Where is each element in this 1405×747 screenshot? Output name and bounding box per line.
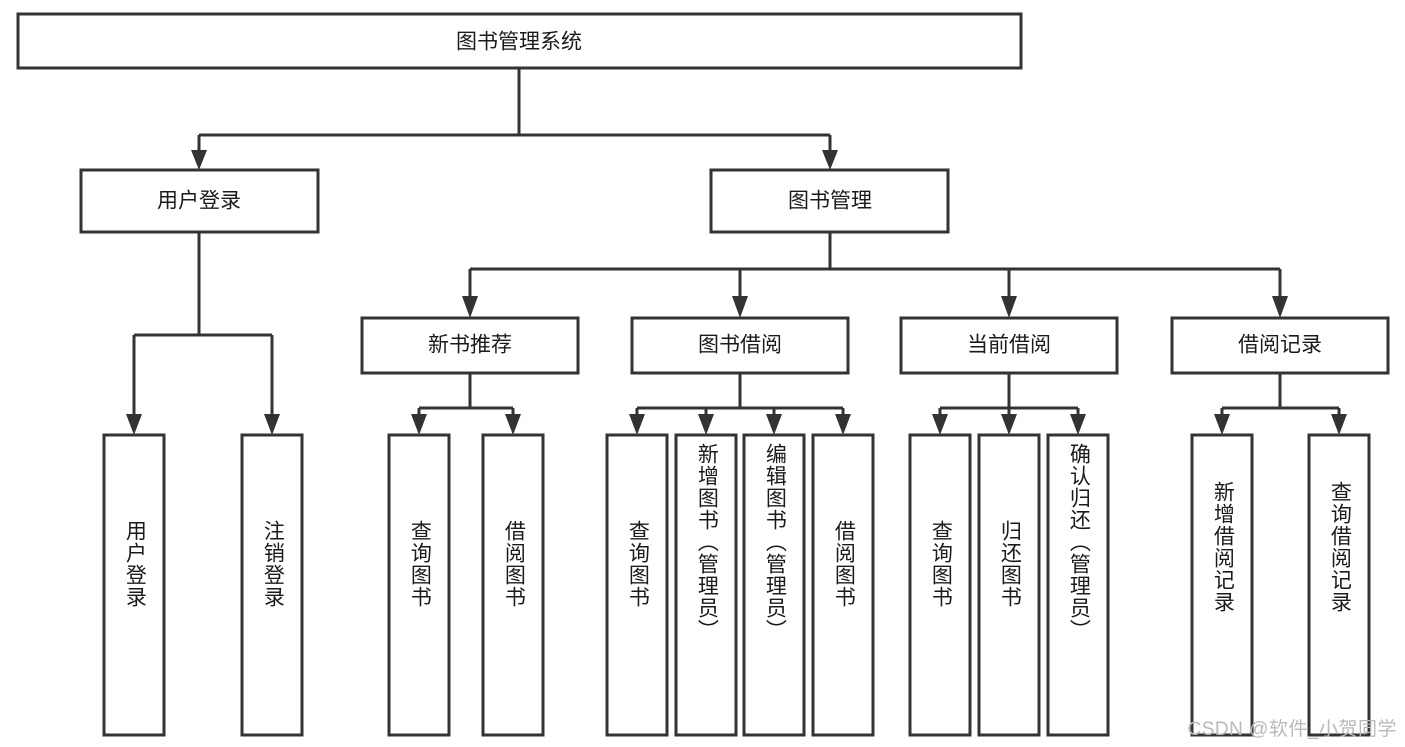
node-label-new-book-recommend: 新书推荐 xyxy=(428,334,512,357)
leaf-label-wrap-borrow-book-2: 借阅图书 xyxy=(813,435,873,735)
leaf-label-wrap-add-book: 新增图书（管理员） xyxy=(676,435,736,735)
arrow-head-leaf-query-record xyxy=(1331,414,1347,435)
arrow-head-user-login xyxy=(191,150,207,170)
leaf-label-wrap-edit-book: 编辑图书（管理员） xyxy=(744,435,804,735)
arrow-head-borrow-record xyxy=(1272,296,1288,318)
node-box-leaf-query-book-1[interactable] xyxy=(387,433,451,737)
node-label-current-borrow: 当前借阅 xyxy=(967,334,1051,357)
node-label-user-login: 用户登录 xyxy=(157,190,241,213)
node-box-root[interactable] xyxy=(16,12,1023,70)
leaf-label-wrap-logout: 注销登录 xyxy=(242,435,302,735)
arrow-head-leaf-borrow-book-1 xyxy=(505,414,521,435)
leaf-label-wrap-add-record: 新增借阅记录 xyxy=(1192,435,1252,735)
node-label-book-borrow: 图书借阅 xyxy=(698,334,782,357)
node-box-leaf-borrow-book-2[interactable] xyxy=(811,433,875,737)
arrow-head-leaf-edit-book xyxy=(766,414,782,435)
node-box-book-management[interactable] xyxy=(709,168,950,234)
leaf-label-wrap-confirm-return: 确认归还（管理员） xyxy=(1048,435,1108,735)
node-box-leaf-borrow-book-1[interactable] xyxy=(481,433,545,737)
node-box-borrow-record[interactable] xyxy=(1170,316,1390,375)
arrow-head-leaf-add-record xyxy=(1214,414,1230,435)
leaf-label-return-book: 归还图书 xyxy=(998,520,1022,608)
leaf-label-wrap-query-book-1: 查询图书 xyxy=(389,435,449,735)
arrow-head-leaf-confirm-return xyxy=(1070,414,1086,435)
connector-book-management-to-level2 xyxy=(462,232,1288,318)
node-box-leaf-add-book[interactable] xyxy=(674,433,738,737)
node-box-book-borrow[interactable] xyxy=(630,316,850,375)
leaf-label-logout: 注销登录 xyxy=(261,520,285,608)
leaf-label-wrap-query-book-3: 查询图书 xyxy=(910,435,970,735)
arrow-head-book-borrow xyxy=(732,296,748,318)
node-box-leaf-return-book[interactable] xyxy=(977,433,1041,737)
leaf-label-add-book: 新增图书（管理员） xyxy=(695,443,719,641)
leaf-label-query-record: 查询借阅记录 xyxy=(1328,481,1352,613)
node-box-leaf-query-record[interactable] xyxy=(1307,433,1371,737)
leaf-label-wrap-borrow-book-1: 借阅图书 xyxy=(483,435,543,735)
node-box-new-book-recommend[interactable] xyxy=(360,316,580,375)
arrow-head-book-management xyxy=(822,150,838,170)
leaf-label-wrap-query-book-2: 查询图书 xyxy=(607,435,667,735)
arrow-head-leaf-add-book xyxy=(698,414,714,435)
leaf-label-user-login: 用户登录 xyxy=(123,520,147,608)
node-box-leaf-query-book-3[interactable] xyxy=(908,433,972,737)
leaf-label-query-book-3: 查询图书 xyxy=(929,520,953,608)
node-label-book-management: 图书管理 xyxy=(788,190,872,213)
leaf-label-query-book-2: 查询图书 xyxy=(626,520,650,608)
node-box-current-borrow[interactable] xyxy=(899,316,1119,375)
node-box-leaf-query-book-2[interactable] xyxy=(605,433,669,737)
connector-new-book-recommend-to-leaves xyxy=(411,373,521,435)
node-box-leaf-user-login[interactable] xyxy=(102,433,166,737)
leaf-label-wrap-user-login: 用户登录 xyxy=(104,435,164,735)
leaf-label-add-record: 新增借阅记录 xyxy=(1211,481,1235,613)
leaf-label-query-book-1: 查询图书 xyxy=(408,520,432,608)
connector-current-borrow-to-leaves xyxy=(932,373,1086,435)
node-box-leaf-add-record[interactable] xyxy=(1190,433,1254,737)
node-box-leaf-logout[interactable] xyxy=(240,433,304,737)
arrow-head-leaf-query-book-3 xyxy=(932,414,948,435)
arrow-head-leaf-borrow-book-2 xyxy=(835,414,851,435)
node-label-borrow-record: 借阅记录 xyxy=(1238,334,1322,357)
leaf-label-wrap-query-record: 查询借阅记录 xyxy=(1309,435,1369,735)
arrow-head-leaf-query-book-2 xyxy=(629,414,645,435)
connector-borrow-record-to-leaves xyxy=(1214,373,1347,435)
connector-root-to-level1 xyxy=(191,68,838,170)
arrow-head-leaf-user-login xyxy=(126,414,142,435)
node-box-user-login[interactable] xyxy=(79,168,320,234)
node-label-root: 图书管理系统 xyxy=(456,31,582,54)
arrow-head-current-borrow xyxy=(1001,296,1017,318)
arrow-head-leaf-return-book xyxy=(1001,414,1017,435)
leaf-label-borrow-book-1: 借阅图书 xyxy=(502,520,526,608)
leaf-label-edit-book: 编辑图书（管理员） xyxy=(763,443,787,641)
node-box-leaf-edit-book[interactable] xyxy=(742,433,806,737)
arrow-head-leaf-logout xyxy=(264,414,280,435)
leaf-label-wrap-return-book: 归还图书 xyxy=(979,435,1039,735)
leaf-label-confirm-return: 确认归还（管理员） xyxy=(1067,443,1091,641)
leaf-label-borrow-book-2: 借阅图书 xyxy=(832,520,856,608)
connector-user-login-to-leaves xyxy=(126,232,280,435)
arrow-head-new-book-recommend xyxy=(462,296,478,318)
arrow-head-leaf-query-book-1 xyxy=(411,414,427,435)
node-box-leaf-confirm-return[interactable] xyxy=(1046,433,1110,737)
csdn-watermark: CSDN @软件_小贺同学 xyxy=(1187,719,1397,740)
connector-book-borrow-to-leaves xyxy=(629,373,851,435)
